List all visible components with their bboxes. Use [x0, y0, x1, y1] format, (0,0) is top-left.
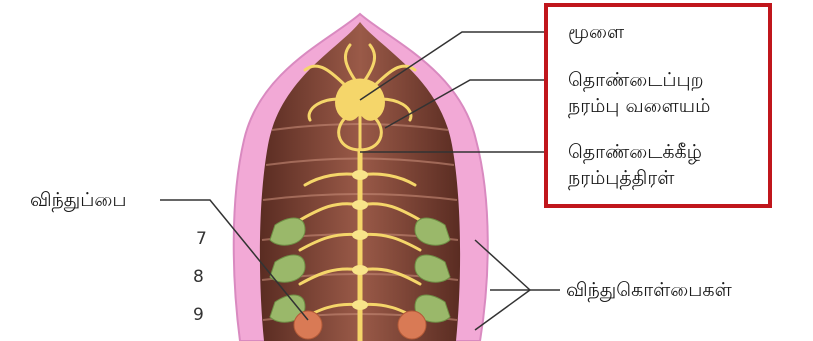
- segment-number-7: 7: [196, 229, 207, 249]
- label-subpharyngeal-line2: நரம்புத்திரள்: [568, 166, 674, 190]
- label-seminal-vesicles: விந்துகொள்பைகள்: [566, 278, 732, 302]
- label-circumpharyngeal-line1: தொண்டைப்புற: [568, 68, 704, 92]
- label-brain: மூளை: [568, 20, 624, 44]
- label-subpharyngeal-line1: தொண்டைக்கீழ்: [568, 140, 702, 164]
- segment-number-9: 9: [193, 305, 204, 325]
- segment-number-8: 8: [193, 267, 204, 287]
- label-ovary: விந்துப்பை: [30, 188, 127, 212]
- label-circumpharyngeal-line2: நரம்பு வளையம்: [568, 94, 710, 118]
